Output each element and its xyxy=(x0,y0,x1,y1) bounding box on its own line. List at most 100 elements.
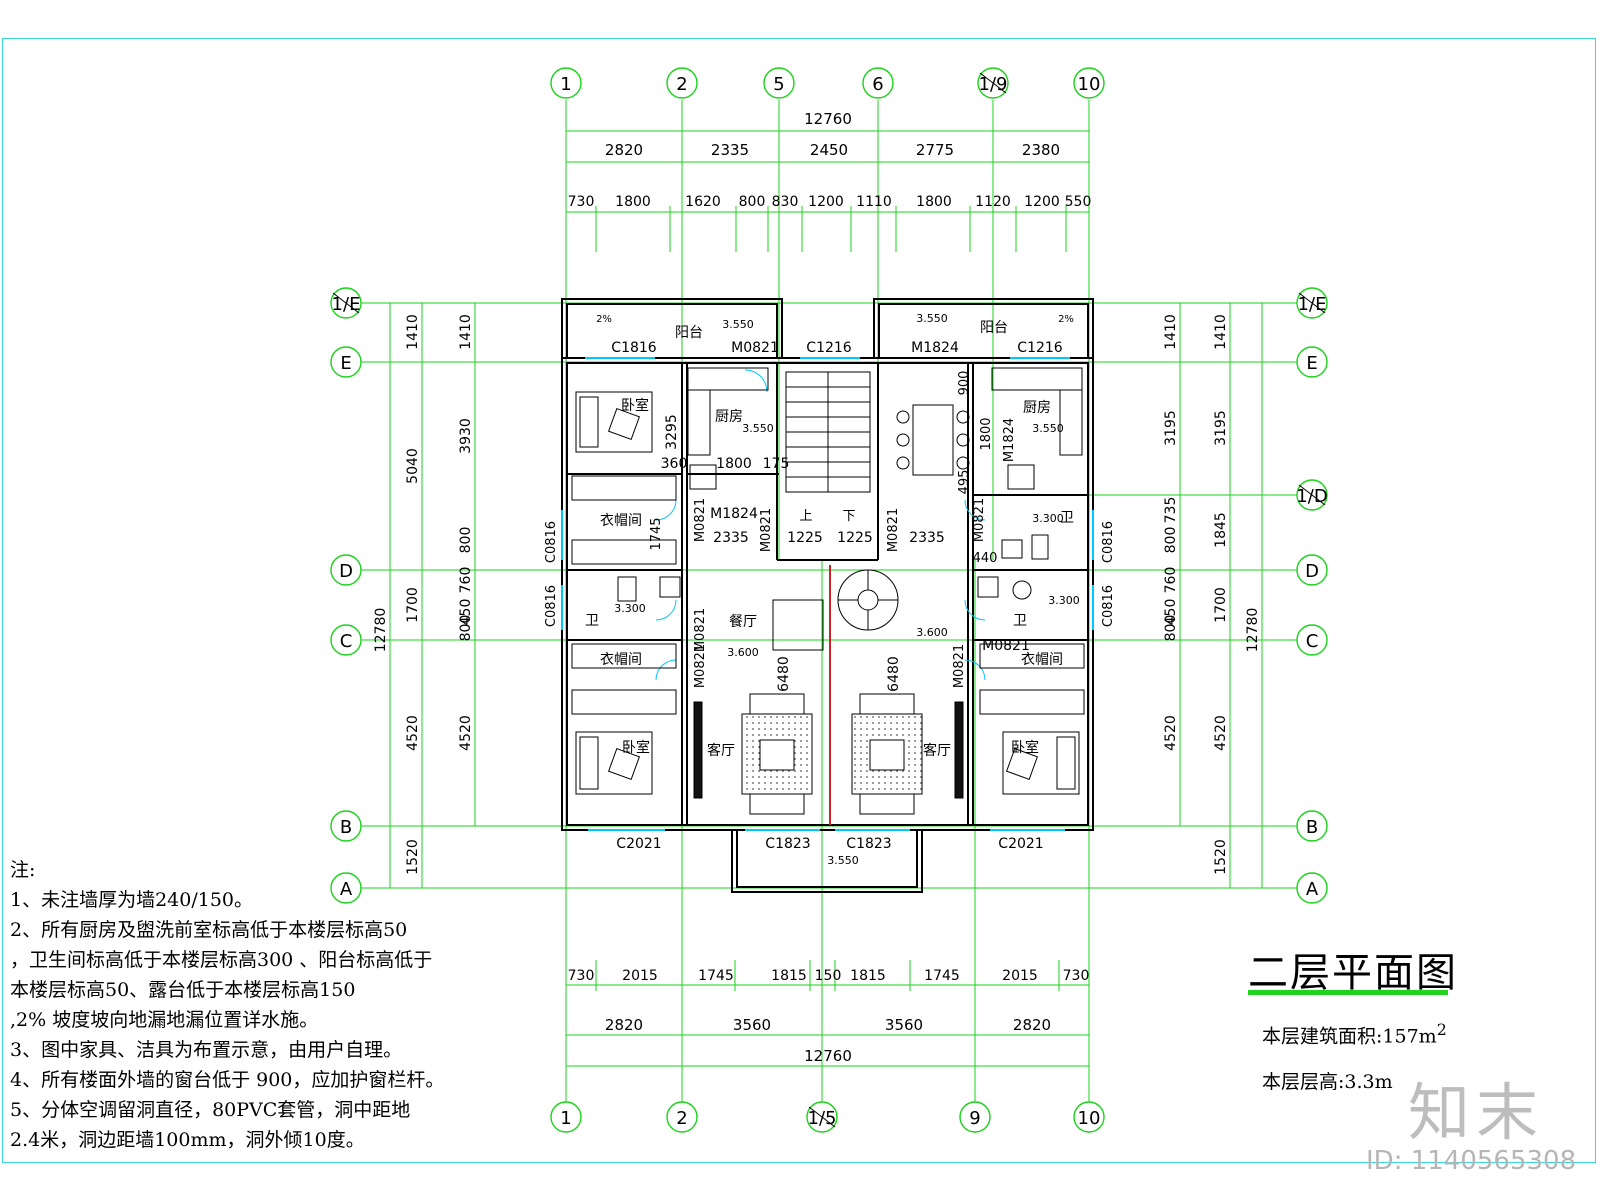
dim-top-detail: 1800 xyxy=(916,194,952,210)
dim-bottom-detail: 1815 xyxy=(771,968,807,984)
room-bedroom: 卧室 xyxy=(621,397,649,414)
axis-left-5: A xyxy=(340,879,353,900)
room-dim: 1225 xyxy=(837,530,873,546)
axis-bottom-0-circle xyxy=(550,1101,582,1133)
axis-bottom-1: 2 xyxy=(676,1108,687,1129)
room-bath: 卫 xyxy=(585,613,599,629)
drawing-title: 二层平面图 xyxy=(1248,950,1458,996)
axis-bottom-2-slash xyxy=(808,1106,836,1128)
door-label: M0821 xyxy=(693,644,708,688)
door-label: M0821 xyxy=(731,340,779,356)
dim-left-inner: 800 xyxy=(458,615,474,642)
axis-top-2-circle xyxy=(763,67,795,99)
axis-right-4: C xyxy=(1306,631,1319,652)
axis-right-4-circle xyxy=(1296,624,1328,656)
dim-left-inner: 1410 xyxy=(458,314,474,350)
elevation-mark: 3.300 xyxy=(614,602,646,615)
note-line: ,2% 坡度坡向地漏地漏位置详水施。 xyxy=(10,1009,319,1031)
axis-right-3-circle xyxy=(1296,554,1328,586)
axis-top-4-slash xyxy=(979,72,1007,94)
axis-top-3-circle xyxy=(862,67,894,99)
room-dim: 2335 xyxy=(713,530,749,546)
axis-left-3-circle xyxy=(330,624,362,656)
axis-top-1: 2 xyxy=(676,74,687,95)
slope-mark: 2% xyxy=(1058,314,1074,325)
dim-left-inner: 800 xyxy=(458,527,474,554)
floor-area-text: 本层建筑面积:157m xyxy=(1262,1025,1437,1048)
axis-top-0: 1 xyxy=(560,74,571,95)
dim-left-outer: 1410 xyxy=(405,314,421,350)
axis-left-3: C xyxy=(340,631,353,652)
dim-top-mid: 2775 xyxy=(916,141,954,159)
axis-right-3: D xyxy=(1305,561,1319,582)
dim-top-detail: 730 xyxy=(568,194,595,210)
room-dim: 440 xyxy=(973,551,998,566)
dim-right-outer: 1845 xyxy=(1213,512,1229,548)
slope-mark: 2% xyxy=(596,314,612,325)
axis-left-4-circle xyxy=(330,810,362,842)
dim-right-total: 12780 xyxy=(1245,608,1261,653)
room-dim: 1745 xyxy=(649,517,664,550)
elevation-mark: 3.300 xyxy=(1032,512,1064,525)
room-bath: 卫 xyxy=(1060,510,1074,526)
door-label: M1824 xyxy=(911,340,959,356)
room-balcony: 阳台 xyxy=(980,320,1008,336)
axis-top-1-circle xyxy=(666,67,698,99)
axis-right-1-circle xyxy=(1296,346,1328,378)
dim-left-inner: 4520 xyxy=(458,715,474,751)
kitchen-counters xyxy=(687,367,1083,490)
dim-right-inner: 735 xyxy=(1163,497,1179,524)
room-dim: 6480 xyxy=(886,656,902,692)
windows xyxy=(561,357,1094,831)
room-dim: 495 xyxy=(957,470,972,495)
dim-bottom-mid: 3560 xyxy=(885,1016,923,1034)
dim-right-inner: 800 xyxy=(1163,615,1179,642)
axis-bottom-3: 9 xyxy=(969,1108,980,1129)
dim-bottom-mid: 3560 xyxy=(733,1016,771,1034)
room-dim: 2335 xyxy=(909,530,945,546)
dim-right-outer: 1410 xyxy=(1213,314,1229,350)
dim-top-detail: 1110 xyxy=(856,194,892,210)
room-closet: 衣帽间 xyxy=(600,513,642,529)
dim-bottom-mid: 2820 xyxy=(605,1016,643,1034)
dim-top-mid: 2380 xyxy=(1022,141,1060,159)
dim-right-outer: 1700 xyxy=(1213,587,1229,623)
window-label: C0816 xyxy=(1101,585,1116,627)
note-line: ，卫生间标高低于本楼层标高300 、阳台标高低于 xyxy=(10,949,433,971)
axis-bottom-4-circle xyxy=(1073,1101,1105,1133)
dim-right-inner: 3195 xyxy=(1163,410,1179,446)
window-label: C1216 xyxy=(1017,340,1062,356)
dim-top-mid: 2335 xyxy=(711,141,749,159)
axis-bottom-2: 1/5 xyxy=(808,1108,837,1129)
axis-right-2: 1/D xyxy=(1296,486,1327,507)
floor-height: 本层层高:3.3m xyxy=(1262,1071,1393,1093)
note-line: 1、未注墙厚为墙240/150。 xyxy=(10,889,254,911)
dim-top-detail: 800 xyxy=(739,194,766,210)
axis-right-6: A xyxy=(1306,879,1319,900)
dim-top-detail: 1800 xyxy=(615,194,651,210)
room-dim: 6480 xyxy=(776,656,792,692)
dim-top-detail: 1200 xyxy=(808,194,844,210)
note-line: 4、所有楼面外墙的窗台低于 900，应加护窗栏杆。 xyxy=(10,1069,445,1091)
elevation-mark: 3.550 xyxy=(1032,422,1064,435)
dim-right-outer: 3195 xyxy=(1213,410,1229,446)
room-dim: 900 xyxy=(957,371,972,396)
dim-left-inner: 3930 xyxy=(458,418,474,454)
door-label: M0821 xyxy=(759,508,774,552)
dim-right-outer: 1520 xyxy=(1213,839,1229,875)
dim-bottom-detail: 730 xyxy=(1063,968,1090,984)
door-label: M0821 xyxy=(982,638,1030,654)
title-underline xyxy=(1248,990,1448,995)
floor-area: 本层建筑面积:157m2 xyxy=(1262,1020,1447,1048)
dim-left-outer: 1520 xyxy=(405,839,421,875)
dim-left-inner: 760 xyxy=(458,567,474,594)
notes-heading: 注: xyxy=(10,859,36,881)
dim-top-mid: 2820 xyxy=(605,141,643,159)
dim-left-inner: 450 xyxy=(458,599,474,626)
room-bedroom: 卧室 xyxy=(622,739,650,756)
room-dim: 175 xyxy=(763,456,790,472)
window-label: C1823 xyxy=(765,836,810,852)
